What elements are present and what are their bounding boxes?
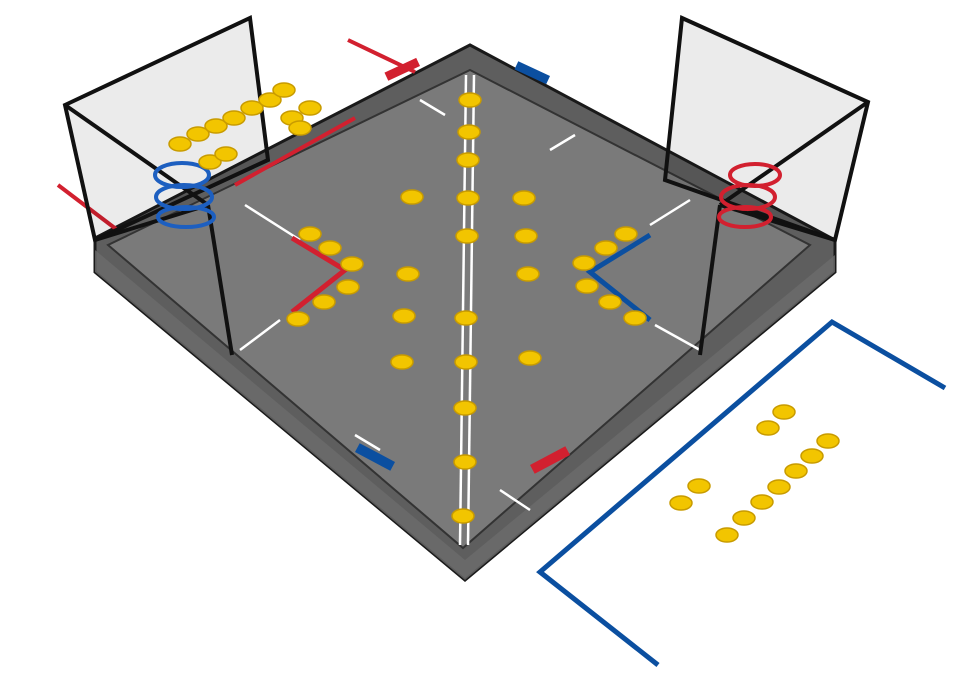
- disc-icon: [669, 495, 693, 511]
- disc-icon: [516, 266, 540, 282]
- blue-low-barrier: [585, 232, 652, 322]
- disc-icon: [623, 310, 647, 326]
- disc-icon: [575, 278, 599, 294]
- disc-icon: [456, 190, 480, 206]
- disc-icon: [336, 279, 360, 295]
- disc-icon: [451, 508, 475, 524]
- disc-icon: [390, 354, 414, 370]
- discs: [168, 82, 840, 543]
- disc-icon: [456, 152, 480, 168]
- blue-station-lines: [536, 318, 947, 667]
- disc-icon: [453, 454, 477, 470]
- disc-icon: [457, 124, 481, 140]
- disc-icon: [298, 226, 322, 242]
- disc-icon: [400, 189, 424, 205]
- disc-icon: [454, 310, 478, 326]
- disc-icon: [455, 228, 479, 244]
- disc-icon: [518, 350, 542, 366]
- disc-icon: [214, 146, 238, 162]
- disc-icon: [458, 92, 482, 108]
- disc-icon: [756, 420, 780, 436]
- disc-icon: [204, 118, 228, 134]
- disc-icon: [340, 256, 364, 272]
- disc-icon: [454, 354, 478, 370]
- disc-icon: [687, 478, 711, 494]
- field-floor: [106, 68, 812, 550]
- disc-icon: [772, 404, 796, 420]
- disc-icon: [168, 136, 192, 152]
- disc-icon: [594, 240, 618, 256]
- disc-icon: [614, 226, 638, 242]
- disc-icon: [784, 463, 808, 479]
- disc-icon: [396, 266, 420, 282]
- disc-icon: [750, 494, 774, 510]
- disc-icon: [186, 126, 210, 142]
- disc-icon: [512, 190, 536, 206]
- disc-icon: [598, 294, 622, 310]
- disc-icon: [240, 100, 264, 116]
- disc-icon: [816, 433, 840, 449]
- disc-icon: [258, 92, 282, 108]
- disc-icon: [222, 110, 246, 126]
- disc-icon: [767, 479, 791, 495]
- disc-icon: [318, 240, 342, 256]
- disc-icon: [198, 154, 222, 170]
- disc-icon: [514, 228, 538, 244]
- red-goal-icon: [717, 162, 782, 229]
- disc-icon: [715, 527, 739, 543]
- disc-icon: [286, 311, 310, 327]
- blue-goal-icon: [153, 161, 216, 229]
- disc-icon: [732, 510, 756, 526]
- roller-icon: [354, 57, 571, 474]
- disc-icon: [298, 100, 322, 116]
- right-net-tower: [662, 15, 871, 356]
- disc-icon: [572, 255, 596, 271]
- disc-icon: [288, 120, 312, 136]
- disc-icon: [800, 448, 824, 464]
- disc-icon: [392, 308, 416, 324]
- disc-icon: [272, 82, 296, 98]
- disc-icon: [453, 400, 477, 416]
- disc-icon: [312, 294, 336, 310]
